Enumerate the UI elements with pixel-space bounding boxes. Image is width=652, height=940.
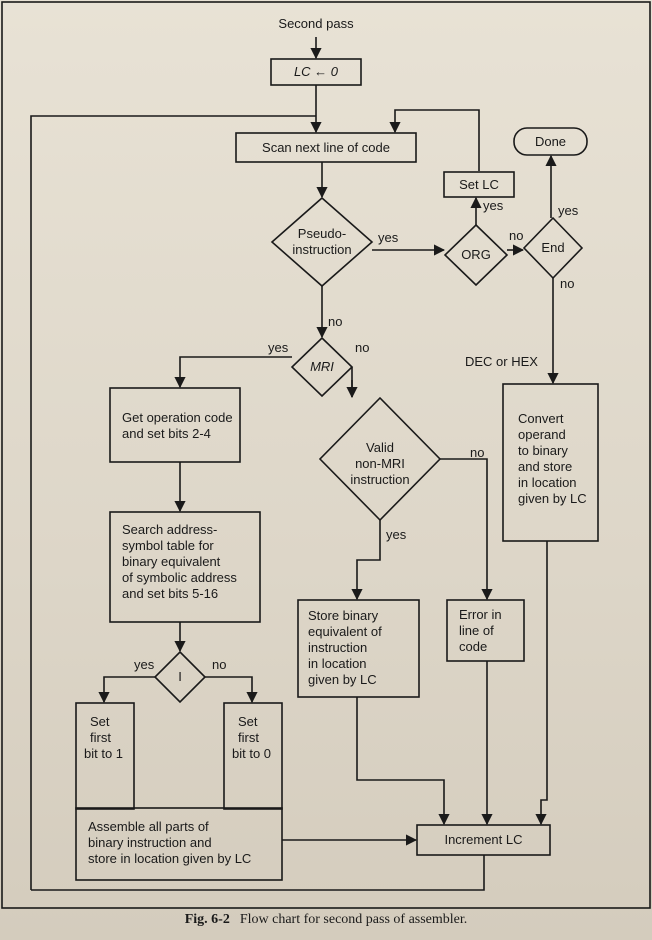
search-label-4: of symbolic address: [122, 570, 237, 585]
mri-no-label: no: [355, 340, 370, 355]
assemble-box: [75, 807, 283, 881]
store-label-2: equivalent of: [308, 624, 382, 639]
dec-hex-label: DEC or HEX: [465, 354, 538, 369]
scan-box: [235, 132, 417, 163]
org-yes-label: yes: [483, 198, 504, 213]
mri-diamond: [290, 336, 354, 398]
pseudo-label-1: Pseudo-: [297, 226, 347, 241]
end-no-label: no: [560, 276, 575, 291]
convert-label-3: to binary: [518, 443, 568, 458]
error-label-1: Error in: [459, 607, 502, 622]
convert-label-1: Convert: [518, 411, 564, 426]
assemble-label-2: binary instruction and: [88, 835, 212, 850]
valid-label-2: non-MRI: [355, 456, 405, 471]
assemble-label-1: Assemble all parts of: [88, 819, 209, 834]
assemble-label-3: store in location given by LC: [88, 851, 252, 866]
set0-label-3: bit to 0: [232, 746, 272, 761]
mri-yes-label: yes: [268, 340, 289, 355]
pseudo-label-2: instruction: [292, 242, 352, 257]
figure-frame: [1, 1, 651, 909]
i-label: I: [178, 669, 182, 684]
convert-label-2: operand: [518, 427, 566, 442]
end-yes-label: yes: [558, 203, 579, 218]
get-opcode-label-1: Get operation code: [122, 410, 233, 425]
org-label: ORG: [461, 247, 491, 262]
increment-label: Increment LC: [444, 832, 523, 847]
i-diamond: [153, 650, 207, 704]
search-label-1: Search address-: [122, 522, 218, 537]
store-label-1: Store binary: [308, 608, 379, 623]
pseudo-no-label: no: [328, 314, 343, 329]
org-diamond: [443, 223, 509, 287]
set1-label-3: bit to 1: [84, 746, 124, 761]
pseudo-yes-label: yes: [378, 230, 399, 245]
set0-label-2: first: [238, 730, 259, 745]
valid-label-1: Valid: [366, 440, 394, 455]
mri-label: MRI: [310, 359, 334, 374]
convert-label-6: given by LC: [518, 491, 587, 506]
valid-yes-label: yes: [386, 527, 407, 542]
set1-label-2: first: [90, 730, 111, 745]
valid-label-3: instruction: [350, 472, 410, 487]
convert-label-5: in location: [518, 475, 577, 490]
search-label-5: and set bits 5-16: [122, 586, 219, 601]
org-no-label: no: [509, 228, 524, 243]
figure-number: Fig. 6-2: [184, 912, 230, 927]
set-lc-label: Set LC: [459, 177, 499, 192]
i-no-label: no: [212, 657, 227, 672]
scan-label: Scan next line of code: [262, 140, 390, 155]
store-label-3: instruction: [308, 640, 368, 655]
figure-caption: Fig. 6-2 Flow chart for second pass of as…: [0, 912, 652, 928]
set1-label-1: Set: [90, 714, 110, 729]
lc-init-label: LC ← 0: [293, 64, 339, 79]
end-label: End: [541, 240, 565, 255]
store-label-4: in location: [308, 656, 367, 671]
figure-caption-text: Flow chart for second pass of assembler.: [239, 912, 468, 927]
search-label-2: symbol table for: [122, 538, 214, 553]
set0-label-1: Set: [238, 714, 258, 729]
get-opcode-label-2: and set bits 2-4: [122, 426, 211, 441]
store-label-5: given by LC: [308, 672, 377, 687]
valid-no-label: no: [470, 445, 485, 460]
start-label: Second pass: [278, 16, 354, 31]
i-yes-label: yes: [134, 657, 155, 672]
convert-label-4: and store: [518, 459, 573, 474]
error-label-3: code: [459, 639, 488, 654]
error-label-2: line of: [459, 623, 494, 638]
done-label: Done: [534, 134, 567, 149]
search-label-3: binary equivalent: [122, 554, 221, 569]
